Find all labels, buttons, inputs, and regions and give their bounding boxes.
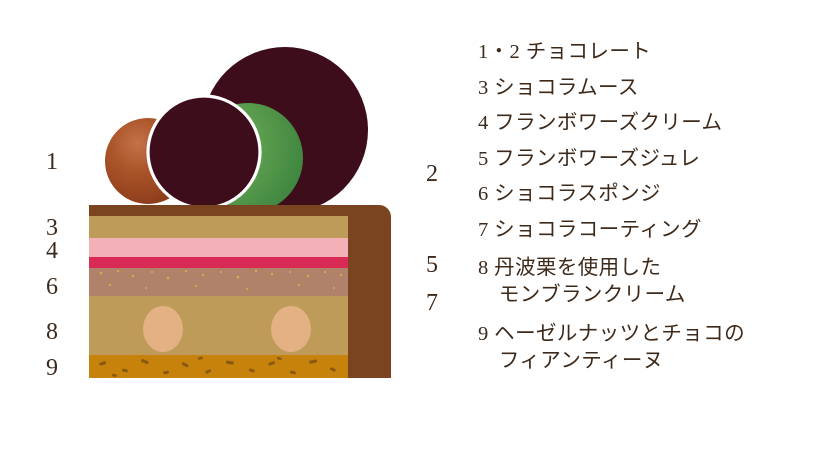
feuilletine-flecks (99, 356, 336, 377)
ingredient-legend: 1・2 チョコレート 3 ショコラムース 4 フランボワーズクリーム 5 フラン… (478, 42, 834, 387)
cake-illustration: 1 3 4 6 8 9 2 5 7 (46, 47, 438, 381)
legend-item: 3 ショコラムース (478, 76, 639, 99)
chestnut-piece (271, 306, 311, 352)
legend-item: 1・2 チョコレート (478, 41, 652, 63)
legend-item: 9 ヘーゼルナッツとチョコの フィアンティーヌ (478, 323, 745, 373)
legend-item: 7 ショコラコーティング (478, 218, 702, 241)
callout-number-8: 8 (46, 319, 58, 345)
sphere-group (105, 47, 368, 213)
sponge-flecks (99, 269, 343, 290)
layer-framboise-jelly (89, 257, 348, 268)
layer-framboise-cream (89, 238, 348, 257)
callout-number-7: 7 (426, 290, 438, 316)
callout-number-3: 3 (46, 215, 58, 241)
layer-chocolate-sponge (89, 268, 348, 296)
callout-numbers: 1 3 4 6 8 9 2 5 7 (46, 149, 438, 381)
callout-number-6: 6 (46, 274, 58, 300)
callout-number-1: 1 (46, 149, 58, 175)
legend-item: 5 フランボワーズジュレ (478, 147, 701, 170)
cake-body (89, 205, 391, 378)
callout-number-2: 2 (426, 161, 438, 187)
leader-lines (76, 158, 412, 368)
layer-chocolate-mousse (89, 216, 348, 238)
legend-item: 8 丹波栗を使用した モンブランクリーム (478, 257, 686, 307)
legend-item: 4 フランボワーズクリーム (478, 112, 723, 134)
callout-number-9: 9 (46, 355, 58, 381)
legend-item: 6 ショコラスポンジ (478, 183, 661, 205)
callout-number-5: 5 (426, 252, 438, 278)
chocolate-sphere-maroon-front (146, 94, 262, 210)
callout-number-4: 4 (46, 238, 58, 264)
layer-feuilletine (89, 355, 348, 378)
